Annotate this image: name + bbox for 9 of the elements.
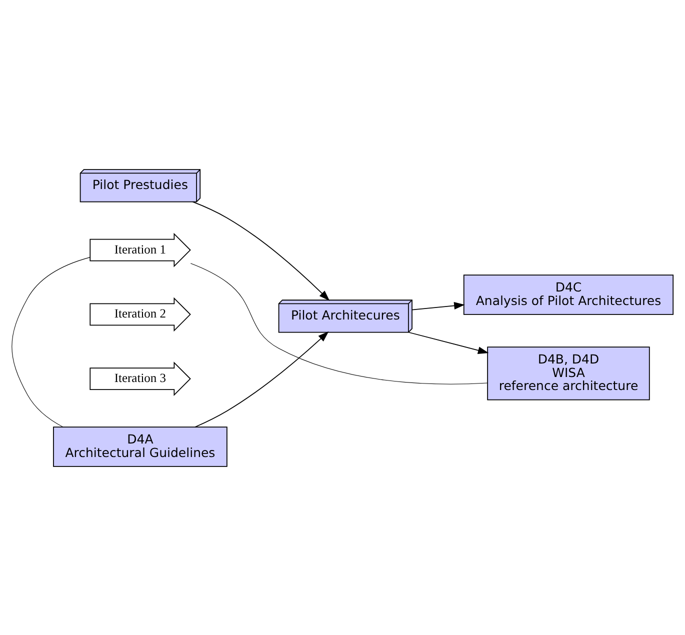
connector bbox=[12, 256, 90, 427]
arrow bbox=[412, 302, 465, 310]
node-box: D4B, D4D WISA reference architecture bbox=[487, 346, 650, 400]
connector bbox=[190, 262, 488, 384]
arrow bbox=[408, 331, 489, 354]
node-box: D4C Analysis of Pilot Architectures bbox=[463, 274, 674, 314]
arrow bbox=[192, 200, 330, 300]
node-box: D4A Architectural Guidelines bbox=[53, 426, 228, 466]
arrow bbox=[194, 330, 329, 427]
